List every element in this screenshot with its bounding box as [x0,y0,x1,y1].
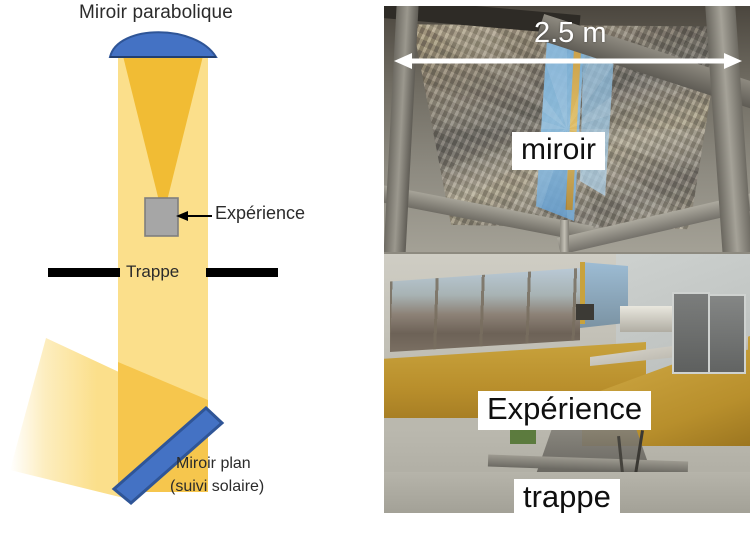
flat-mirror-label-line1: Miroir plan [176,455,251,472]
window-frame-mullions [390,268,580,352]
experience-box [144,197,179,237]
photo-label-experience: Expérience [478,391,652,430]
trappe-label: Trappe [126,262,180,281]
flat-mirror-label-line2: (suivi solaire) [170,478,265,495]
parabolic-mirror-label: Miroir parabolique [79,2,233,23]
scale-label: 2.5 m [534,17,607,49]
flat-mirror-shape [111,405,225,505]
green-equipment-box [510,426,536,444]
diagram-canvas [10,31,278,505]
trappe-bar-left [48,268,120,277]
camera-unit [576,304,594,320]
yellow-post [580,262,585,324]
photo-label-trappe: trappe [514,479,620,513]
cabinet-door-left [672,292,710,374]
flat-mirror-label: Miroir plan (suivi solaire) [170,452,264,498]
beam-overlap-region [118,362,208,492]
experience-label: Expérience [215,203,306,223]
experience-leader-arrow [176,211,212,221]
facility-photograph: 2.5 m miroir Expérience trappe [384,6,750,513]
photo-label-mirror: miroir [512,132,605,170]
converging-focus-cone [122,52,204,205]
center-support-column [560,220,569,280]
schematic-diagram: Miroir parabolique Expérience Trappe Mir… [10,2,306,505]
scale-arrow [394,53,742,69]
cabinet-door-right [708,294,746,374]
parabolic-mirror-shape [108,31,218,58]
trappe-bar-right [206,268,278,277]
